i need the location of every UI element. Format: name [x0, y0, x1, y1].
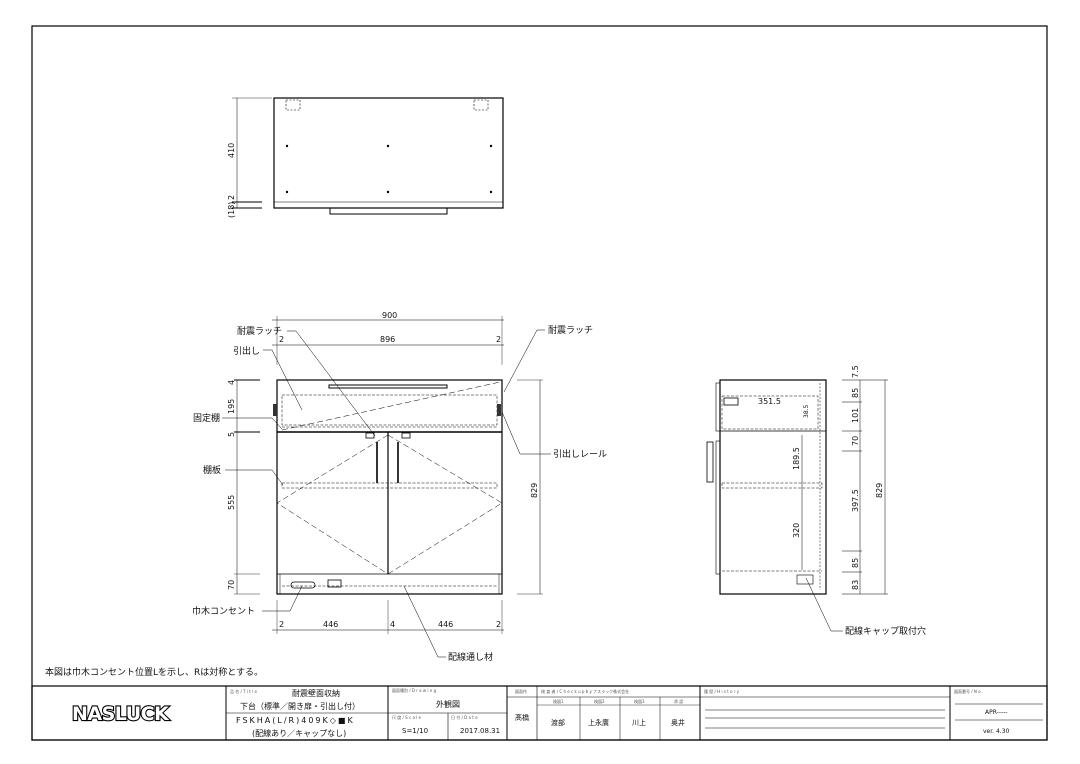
side-small-dim: 38.5 — [803, 404, 810, 418]
side-h2: 85 — [851, 388, 860, 398]
side-h3: 101 — [851, 408, 860, 423]
checker-3: 川上 — [632, 718, 646, 727]
drawn-caption: 図面作 — [515, 688, 527, 694]
title-line1: 耐震壁面収納 — [292, 688, 340, 698]
drawing-type: 外観図 — [436, 699, 460, 709]
side-h4: 70 — [851, 436, 860, 446]
dim-side-right: 2 — [496, 335, 501, 344]
scale-value: S=1/10 — [402, 727, 428, 735]
top-offset-dim: (18) — [227, 202, 236, 218]
side-h1: 7.5 — [851, 365, 860, 378]
version: ver. 4.30 — [983, 728, 1010, 735]
dim-side-left: 2 — [279, 335, 284, 344]
checker-2: 上永廣 — [588, 718, 609, 727]
title-caption: 品 名 / T i t l e — [230, 688, 257, 694]
dim-door-left: 446 — [323, 620, 338, 629]
side-shelf-bottom: 320 — [792, 523, 801, 538]
dim-bottom-left: 2 — [279, 620, 284, 629]
number-caption: 図面番号 / N o . — [954, 688, 983, 694]
dim-h-drawer: 195 — [227, 399, 236, 414]
scale-caption: 尺 度 / S c a l e — [392, 714, 422, 720]
label-baseboard-outlet: 巾木コンセント — [192, 605, 255, 617]
top-depth-dim: 410 — [227, 143, 236, 158]
drawn-by: 髙橋 — [515, 713, 529, 722]
dim-overall-width: 900 — [382, 311, 397, 320]
label-fixed-shelf: 固定棚 — [193, 412, 220, 424]
dim-door-right: 446 — [438, 620, 453, 629]
dim-inner-width: 896 — [380, 335, 395, 344]
label-drawer: 引出し — [233, 345, 260, 357]
side-drawer-depth: 351.5 — [758, 397, 781, 406]
side-overall-height: 829 — [875, 483, 884, 498]
side-shelf-top: 189.5 — [792, 447, 801, 470]
dim-h-shelf: 5 — [227, 432, 236, 437]
date-caption: 日 付 / D a t e — [451, 714, 478, 720]
check-role-1: 検図1 — [553, 698, 564, 704]
drawing-note: 本図は巾木コンセント位置Lを示し、Rは対称とする。 — [45, 666, 263, 678]
dim-gap-center: 4 — [390, 620, 395, 629]
checker-4: 奥井 — [671, 718, 685, 727]
model-note: (配線あり／キャップなし) — [252, 728, 346, 738]
label-seismic-latch-left: 耐震ラッチ — [237, 325, 282, 337]
side-h6: 85 — [851, 558, 860, 568]
checker-1: 渡部 — [551, 718, 565, 727]
dim-h-top: 4 — [227, 380, 236, 385]
label-drawer-rail: 引出しレール — [553, 448, 607, 460]
check-role-4: 承 認 — [674, 698, 683, 704]
label-wiring-member: 配線通し材 — [448, 651, 493, 663]
dim-overall-height: 829 — [530, 483, 539, 498]
top-gap-dim: 2 — [227, 195, 236, 200]
drawing-number: APR----- — [985, 709, 1007, 716]
title-block — [31, 685, 1048, 741]
dim-h-door: 555 — [227, 495, 236, 510]
check-role-2: 検図2 — [594, 698, 605, 704]
model-number: FSKHA(L/R)409K◇■K — [236, 716, 355, 725]
nasluck-logo: NASLUCK — [72, 703, 170, 725]
label-seismic-latch-right: 耐震ラッチ — [548, 324, 593, 336]
front-view — [222, 316, 551, 658]
check-role-3: 検図3 — [634, 698, 645, 704]
date-value: 2017.08.31 — [460, 727, 500, 735]
side-h7: 83 — [851, 580, 860, 590]
history-caption: 履 歴 / H i s t o r y — [704, 688, 740, 694]
label-wiring-cap-hole: 配線キャップ取付穴 — [845, 625, 926, 637]
side-view — [706, 379, 888, 632]
drawing-caption: 図面種別 / D r a w i n g — [392, 687, 437, 693]
check-caption: 検 査 者 / C h e c k u p b y ナスラック株式会社 — [541, 688, 629, 694]
dim-h-plinth: 70 — [227, 580, 236, 590]
dim-bottom-right: 2 — [496, 620, 501, 629]
label-shelf-board: 棚板 — [203, 464, 221, 476]
top-view — [232, 97, 504, 215]
title-line2: 下台（標準／開き扉・引出し付） — [240, 701, 360, 711]
side-h5: 397.5 — [851, 489, 860, 512]
